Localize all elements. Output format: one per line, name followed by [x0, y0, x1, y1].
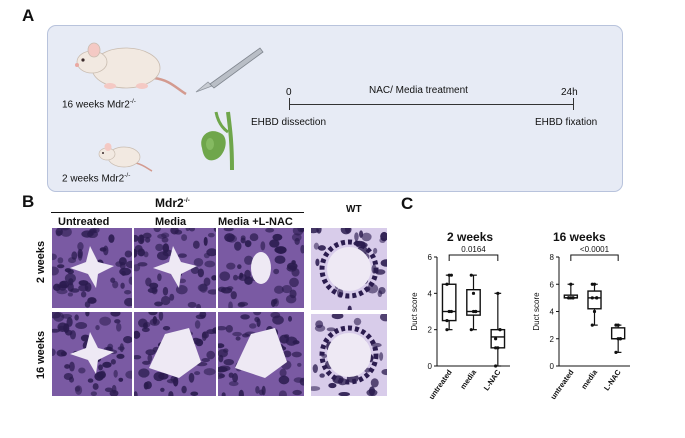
tile-media-16-weeks	[134, 312, 216, 396]
adult-mouse-icon	[75, 42, 187, 96]
chart-16wk-y-tick-label: 0	[550, 362, 555, 371]
chart-16wk-data-point	[569, 282, 573, 286]
chart-2wk-data-point	[449, 309, 453, 314]
chart-2wk-category-label: L-NAC	[482, 368, 503, 393]
chart-2wk-y-tick-label: 6	[428, 253, 433, 262]
chart-16wk-data-point	[590, 282, 594, 286]
chart-16wk-y-tick-label: 4	[550, 308, 555, 317]
column-header-media: Media	[155, 216, 187, 228]
chart-2wk-y-label: Duct score	[410, 292, 419, 331]
scalpel-icon	[195, 47, 264, 93]
chart-16wk-y-tick-label: 8	[550, 253, 555, 262]
chart-16wk-data-point	[569, 296, 573, 300]
chart-2wk-p-value: 0.0164	[461, 245, 486, 254]
chart-2wk-data-point	[449, 273, 453, 277]
timeline-end-tick	[573, 98, 575, 110]
chart-2wk-box	[490, 328, 506, 349]
chart-16wk-box	[587, 290, 602, 310]
chart-16wk-data-point	[590, 296, 594, 300]
chart-2wk-data-point	[474, 309, 478, 314]
chart-2wk-data-point	[445, 328, 449, 332]
chart-16wk-data-point	[618, 337, 622, 341]
adult-mouse-label: 16 weeks Mdr2-/-	[62, 98, 136, 111]
chart-16wk-significance-bracket	[570, 254, 619, 261]
genotype-title: Mdr2-/-	[155, 196, 190, 210]
young-mouse-icon	[98, 143, 153, 172]
column-header-media-lnac: Media +L-NAC	[218, 216, 293, 228]
chart-2wk-data-point	[494, 337, 498, 341]
chart-16wk-data-point	[614, 323, 618, 327]
chart-2wk-box	[441, 283, 457, 322]
chart-16wk-data-point	[616, 323, 620, 327]
chart-16wk-data-point	[614, 350, 618, 354]
chart-16wk-data-point	[595, 296, 599, 300]
tile-lnac-2-weeks	[218, 228, 304, 308]
chart-2wk-y-tick-label: 0	[428, 362, 433, 371]
panel-c-letter: C	[401, 194, 414, 213]
chart-2wk-y-tick-label: 4	[428, 289, 433, 298]
chart-16wk-title: 16 weeks	[553, 230, 606, 244]
chart-16wk-box	[610, 327, 626, 340]
column-header-untreated: Untreated	[58, 216, 110, 228]
timeline-axis	[290, 104, 574, 106]
chart-16wk-data-point	[571, 296, 575, 300]
tile-untreated-2-weeks	[52, 228, 132, 308]
chart-16wk-data-point	[616, 337, 620, 341]
gallbladder-icon	[201, 111, 234, 171]
chart-2wk-significance-bracket	[448, 254, 499, 261]
chart-2wk-y-tick-label: 2	[428, 326, 433, 335]
chart-16wk-p-value: <0.0001	[580, 245, 610, 254]
timeline-treatment-label: NAC/ Media treatment	[369, 85, 468, 96]
chart-16wk-category-label: L-NAC	[602, 368, 623, 393]
timeline-start-label: 0	[286, 87, 292, 98]
panel-b-letter: B	[22, 192, 35, 211]
chart-2wk-data-point	[494, 364, 498, 368]
chart-2wk-title: 2 weeks	[447, 230, 494, 244]
young-mouse-label: 2 weeks Mdr2-/-	[62, 172, 131, 185]
chart-2wk-data-point	[496, 346, 500, 350]
chart-2wk-category-label: untreated	[427, 368, 454, 401]
chart-2wk-data-point	[471, 309, 476, 314]
chart-2wk-data-point	[498, 328, 502, 332]
chart-2wk-data-point	[447, 273, 451, 277]
chart-16wk-data-point	[590, 323, 594, 327]
chart-2wk-data-point	[445, 282, 449, 286]
chart-2wk-box	[466, 289, 481, 316]
chart-16wk-category-label: media	[579, 367, 599, 391]
chart-2wk-data-point	[494, 346, 498, 350]
panel-a-letter: A	[22, 6, 35, 25]
chart-2wk-data-point	[469, 273, 473, 277]
chart-2wk-data-point	[496, 291, 500, 295]
tile-wt-2-weeks	[311, 228, 387, 310]
chart-2wk-data-point	[471, 291, 476, 295]
chart-2wk-data-point	[447, 309, 451, 314]
chart-16wk-y-tick-label: 6	[550, 280, 555, 289]
chart-16wk-data-point	[592, 282, 597, 286]
chart-16wk-data-point	[592, 309, 597, 314]
timeline-dissection-label: EHBD dissection	[251, 117, 327, 128]
timeline-fixation-label: EHBD fixation	[535, 117, 598, 128]
timeline-start-tick	[289, 98, 291, 110]
wt-label: WT	[346, 204, 362, 215]
tile-lnac-16-weeks	[218, 312, 304, 396]
chart-16wk-data-point	[567, 296, 571, 300]
chart-16wk-y-tick-label: 2	[550, 335, 555, 344]
tile-untreated-16-weeks	[52, 312, 132, 396]
chart-16wk-y-label: Duct score	[532, 292, 541, 331]
chart-2wk-category-label: media	[458, 367, 478, 391]
tile-media-2-weeks	[134, 228, 216, 308]
chart-2wk-data-point	[445, 318, 449, 323]
tile-wt-16-weeks	[311, 314, 387, 396]
chart-16wk-category-label: untreated	[548, 368, 575, 401]
genotype-rule	[51, 212, 304, 213]
chart-2wk-data-point	[469, 328, 473, 332]
timeline-end-label: 24h	[561, 87, 578, 98]
